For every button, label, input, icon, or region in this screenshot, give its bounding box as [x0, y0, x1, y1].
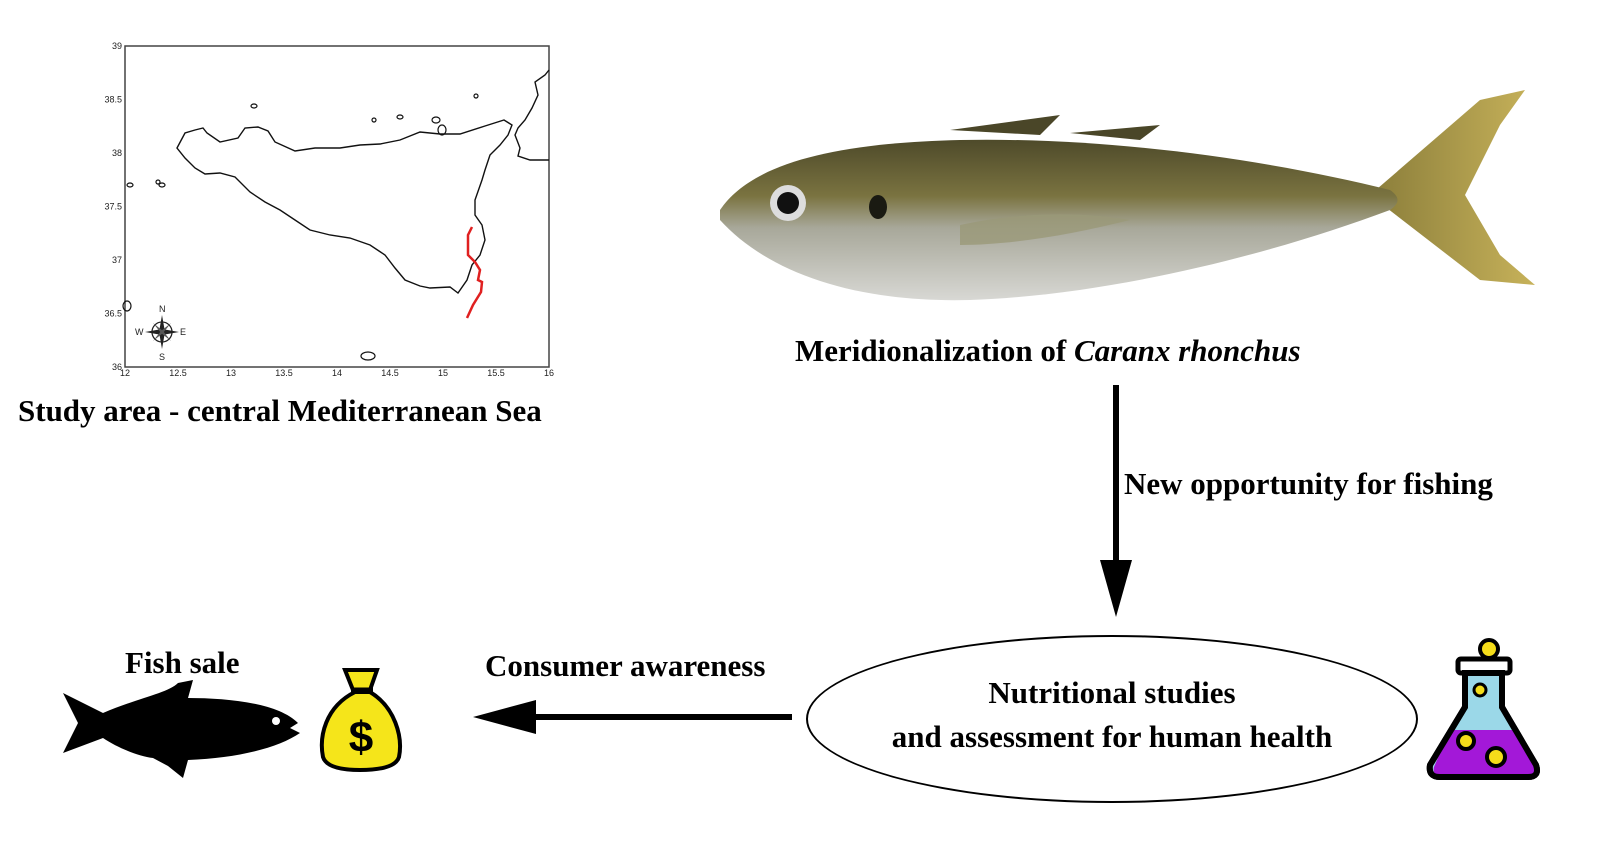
- y-tick-label: 38.5: [104, 95, 122, 105]
- nutrition-ellipse: [806, 635, 1418, 803]
- nutrition-text: Nutritional studies and assessment for h…: [806, 671, 1418, 759]
- consumer-awareness-label: Consumer awareness: [485, 648, 766, 683]
- x-tick-label: 14: [332, 368, 342, 378]
- sicily-coastline: [176, 119, 513, 294]
- calabria-coastline: [514, 69, 550, 161]
- caranx-rhonchus-photo: [720, 90, 1535, 301]
- x-tick-label: 15.5: [487, 368, 505, 378]
- map-y-ticks: 39 38.5 38 37.5 37 36.5 36: [104, 41, 122, 372]
- y-tick-label: 39: [112, 41, 122, 51]
- dollar-sign: $: [349, 713, 373, 762]
- map-x-ticks: 12 12.5 13 13.5 14 14.5 15 15.5 16: [120, 368, 554, 378]
- fish-sale-label: Fish sale: [125, 645, 240, 680]
- species-name: Caranx rhonchus: [1073, 333, 1301, 368]
- ellipse-line2: and assessment for human health: [891, 719, 1333, 754]
- down-arrow: [1100, 385, 1132, 617]
- y-tick-label: 37.5: [104, 202, 122, 212]
- y-tick-label: 36: [112, 362, 122, 372]
- ellipse-line1: Nutritional studies: [988, 675, 1236, 710]
- islands: [122, 93, 479, 361]
- compass-rose-icon: N S E W: [135, 304, 186, 362]
- fish-silhouette-icon: [63, 680, 300, 778]
- x-tick-label: 12: [120, 368, 130, 378]
- x-tick-label: 13.5: [275, 368, 293, 378]
- x-tick-label: 12.5: [169, 368, 187, 378]
- fish-caption: Meridionalization of Caranx rhonchus: [795, 333, 1301, 369]
- left-arrow: [473, 700, 792, 734]
- x-tick-label: 15: [438, 368, 448, 378]
- y-tick-label: 36.5: [104, 309, 122, 319]
- map-frame: [124, 45, 550, 368]
- x-tick-label: 13: [226, 368, 236, 378]
- compass-e: E: [180, 327, 186, 337]
- x-tick-label: 14.5: [381, 368, 399, 378]
- caption-prefix: Meridionalization of: [795, 333, 1074, 368]
- new-opportunity-label: New opportunity for fishing: [1124, 466, 1493, 501]
- compass-w: W: [135, 327, 144, 337]
- money-bag-icon: $: [319, 668, 402, 773]
- lab-flask-icon: [1426, 638, 1540, 780]
- compass-s: S: [159, 352, 165, 362]
- y-tick-label: 38: [112, 148, 122, 158]
- x-tick-label: 16: [544, 368, 554, 378]
- y-tick-label: 37: [112, 255, 122, 265]
- map-caption: Study area - central Mediterranean Sea: [18, 393, 542, 428]
- east-coast-highlight: [465, 226, 484, 319]
- compass-n: N: [159, 304, 166, 314]
